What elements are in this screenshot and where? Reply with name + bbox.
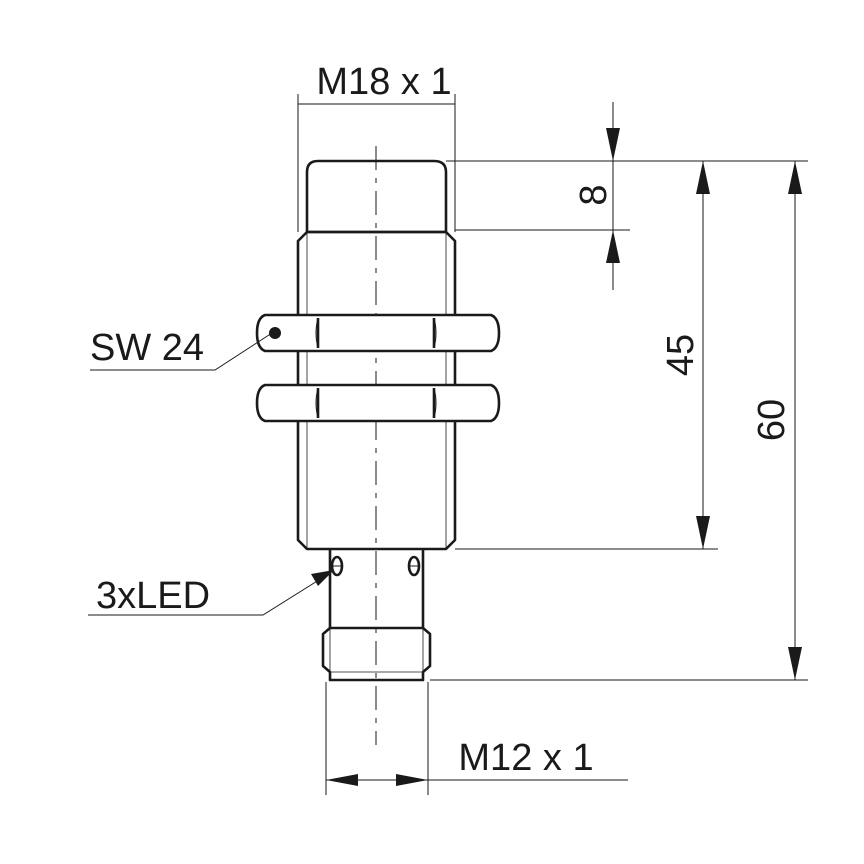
sensing-cap [305,159,448,232]
dim-bottom-thread: M12 x 1 [325,682,628,795]
sensor-body [296,159,457,551]
hex-nut-upper [255,313,501,353]
connector [321,549,432,682]
dim-body-length: 45 [455,161,718,550]
bottom-thread-label: M12 x 1 [458,737,593,779]
leader-wrench-size: SW 24 [90,327,273,371]
top-thread-label: M18 x 1 [316,61,451,103]
dim-sensing-face: 8 [446,102,808,290]
total-dim-label: 60 [751,399,793,441]
connector-neck [328,549,425,628]
dim-top-thread: M18 x 1 [297,61,456,232]
led-label: 3xLED [96,575,210,617]
wrench-size-label: SW 24 [90,327,204,369]
sensing-face-dim-label: 8 [573,184,615,205]
connector-thread [321,626,432,682]
leader-led: 3xLED [88,570,334,617]
dim-total-length: 60 [430,161,808,681]
body-dim-label: 45 [660,334,702,376]
hex-nut-lower [255,383,501,423]
led-marker-dot [269,327,281,339]
